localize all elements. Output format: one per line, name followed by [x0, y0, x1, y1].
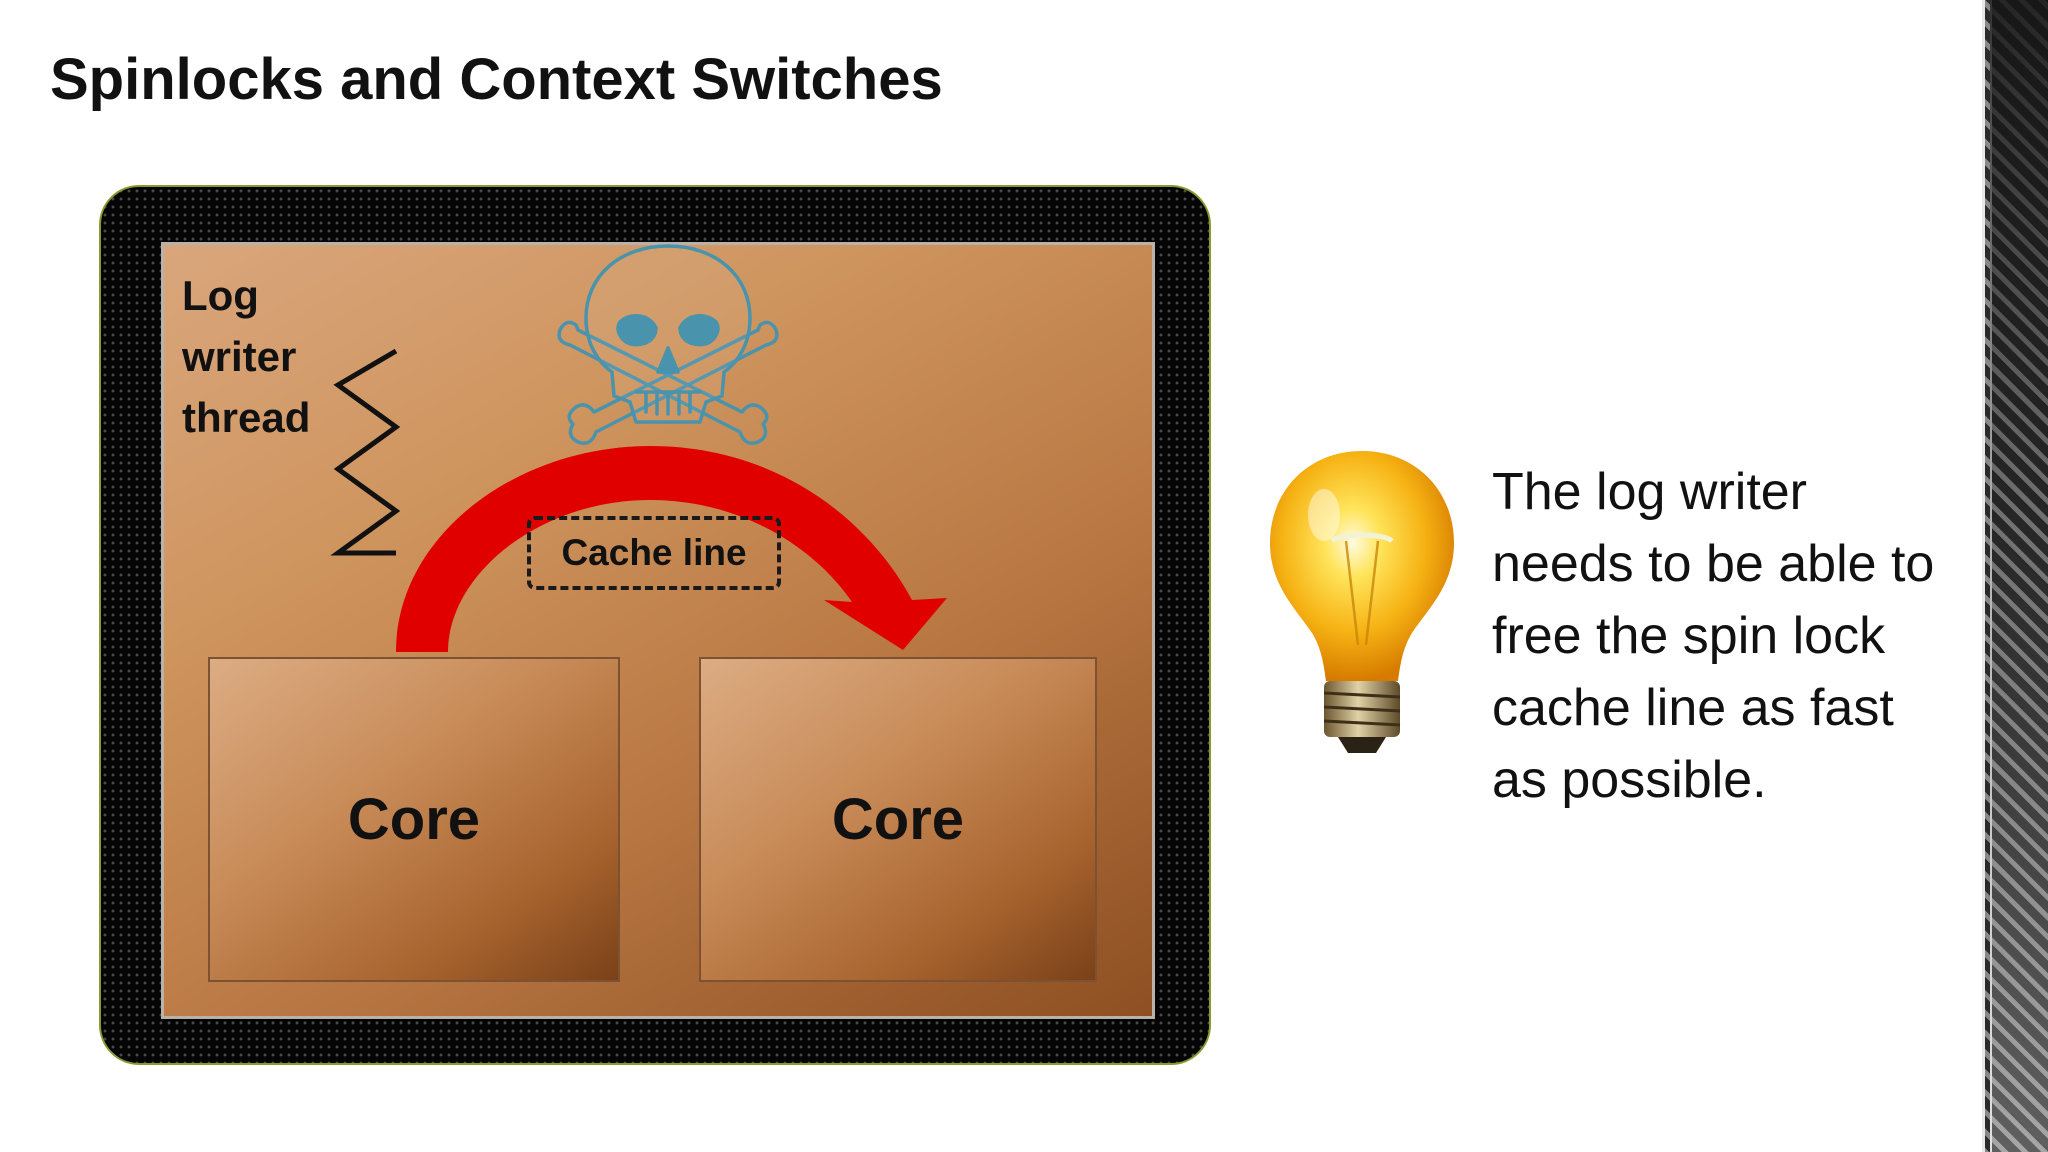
slide-title: Spinlocks and Context Switches: [50, 47, 943, 112]
core-left-label: Core: [347, 787, 481, 852]
zigzag-thread-icon: [330, 348, 401, 556]
core-left: Core: [208, 657, 620, 982]
cache-line-box: Cache line: [527, 516, 781, 590]
skull-and-crossbones-icon: [557, 244, 779, 445]
lightbulb-icon: [1270, 451, 1454, 753]
curved-arrow-icon: [396, 446, 947, 652]
tip-text: The log writer needs to be able to free …: [1492, 463, 1935, 809]
thread-label: Log writer thread: [182, 272, 311, 441]
decorative-side-shade: [1990, 0, 2048, 1152]
core-right: Core: [699, 657, 1097, 982]
core-right-label: Core: [831, 787, 965, 852]
